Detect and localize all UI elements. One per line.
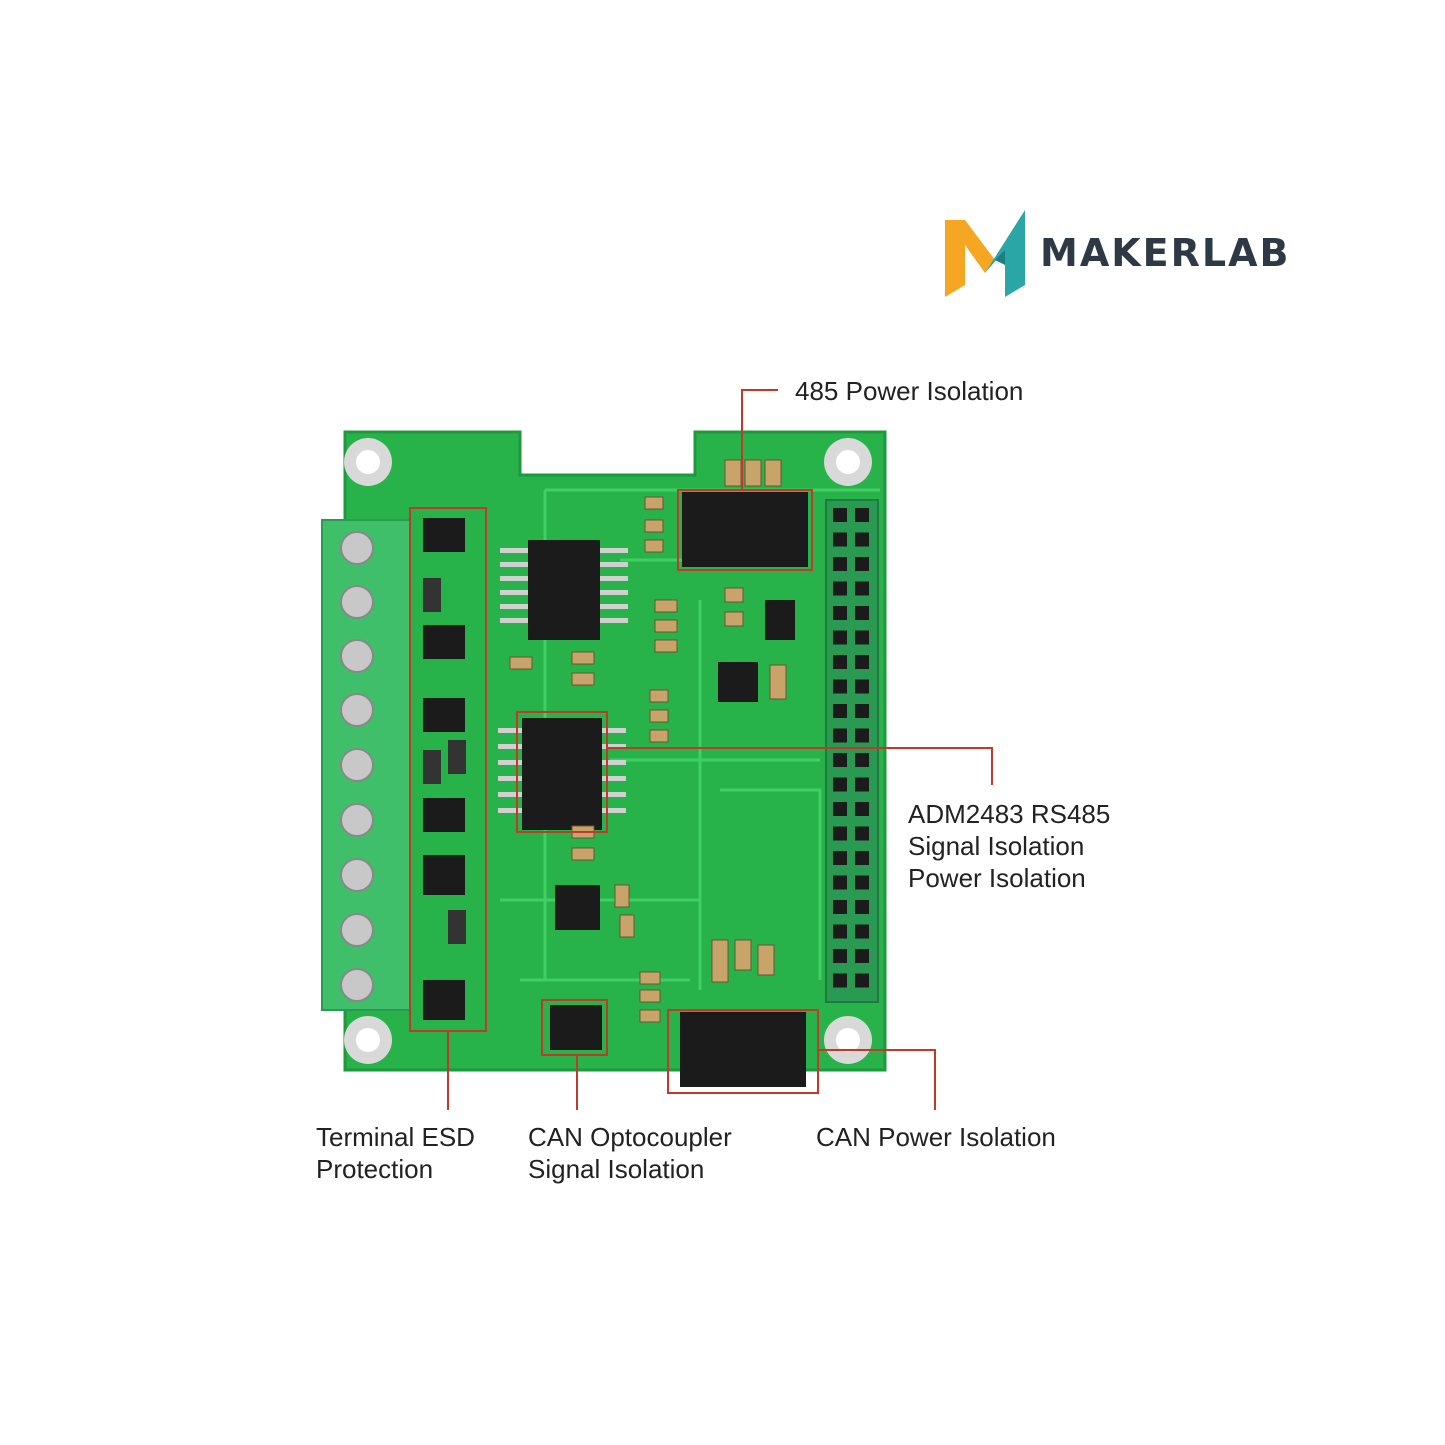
makerlab-logo-icon	[945, 210, 1025, 297]
adm2483-ic	[498, 718, 626, 830]
gpio-pin	[833, 875, 847, 890]
passive-components	[509, 459, 787, 1023]
upper-ic	[500, 540, 628, 640]
gpio-pin	[833, 900, 847, 914]
gpio-pin	[833, 753, 847, 767]
gpio-pin	[855, 900, 869, 914]
gpio-pin	[833, 704, 847, 718]
esd-diodes	[423, 518, 466, 1020]
gpio-pin	[855, 606, 869, 620]
callout-markers	[409, 389, 993, 1110]
label-can-optocoupler: CAN Optocoupler Signal Isolation	[528, 1122, 732, 1184]
gpio-pin	[833, 655, 847, 669]
gpio-pin	[833, 728, 847, 743]
pcb-outline	[343, 430, 887, 1072]
gpio-pin	[833, 606, 847, 620]
terminal-block	[321, 519, 411, 1011]
label-adm2483: ADM2483 RS485 Signal Isolation Power Iso…	[908, 799, 1111, 893]
gpio-pin	[855, 875, 869, 890]
gpio-pin	[855, 777, 869, 792]
gpio-pin	[855, 679, 869, 694]
gpio-header	[825, 499, 879, 1003]
gpio-pin	[833, 924, 847, 939]
gpio-pin	[833, 851, 847, 865]
gpio-pin	[833, 679, 847, 694]
makerlab-logo: MAKERLAB	[940, 205, 1320, 300]
gpio-pin	[833, 630, 847, 645]
label-can-power-isolation: CAN Power Isolation	[816, 1122, 1056, 1152]
gpio-pin	[855, 704, 869, 718]
gpio-pin	[855, 802, 869, 816]
gpio-pin	[855, 532, 869, 547]
brand-name: MAKERLAB	[1040, 231, 1291, 275]
gpio-pin	[855, 826, 869, 841]
gpio-pin	[833, 777, 847, 792]
small-ics	[550, 600, 795, 1050]
label-485-power-isolation: 485 Power Isolation	[795, 376, 1024, 406]
gpio-pin	[855, 508, 869, 522]
gpio-pin	[855, 753, 869, 767]
gpio-pin	[833, 508, 847, 522]
gpio-pin	[833, 532, 847, 547]
gpio-pin	[855, 973, 869, 988]
gpio-pin	[833, 802, 847, 816]
gpio-pin	[855, 851, 869, 865]
gpio-pin	[833, 557, 847, 571]
gpio-pin	[855, 581, 869, 596]
isolation-module-485	[682, 492, 808, 567]
gpio-pin	[833, 581, 847, 596]
gpio-pin	[855, 557, 869, 571]
gpio-pin	[855, 728, 869, 743]
gpio-pin	[855, 655, 869, 669]
gpio-pin	[855, 924, 869, 939]
gpio-pin	[833, 949, 847, 963]
gpio-pin	[833, 973, 847, 988]
label-terminal-esd: Terminal ESD Protection	[316, 1122, 475, 1184]
gpio-pin	[833, 826, 847, 841]
mounting-holes	[344, 438, 872, 1064]
isolation-module-can	[680, 1012, 806, 1087]
gpio-pin	[855, 949, 869, 963]
gpio-pin	[855, 630, 869, 645]
